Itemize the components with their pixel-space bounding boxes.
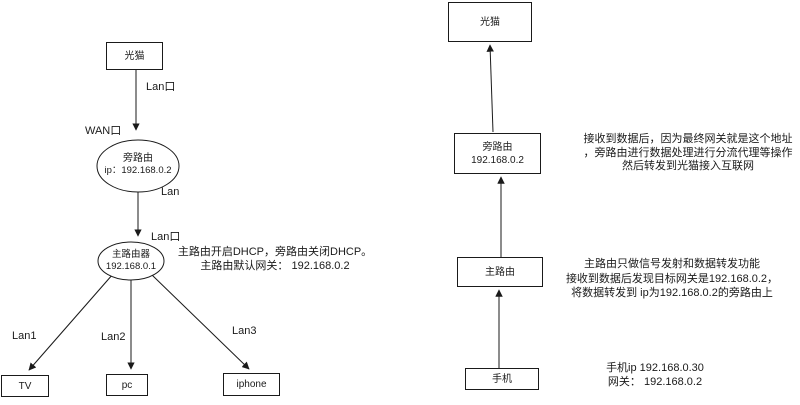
node-phone: 手机 — [465, 368, 539, 390]
node-side-router-right: 旁路由 192.168.0.2 — [454, 133, 541, 174]
note-dhcp-line1: 主路由开启DHCP，旁路由关闭DHCP。 — [177, 246, 373, 258]
label-lan2: Lan2 — [101, 331, 126, 343]
node-side-router-right-ip: 192.168.0.2 — [471, 154, 524, 166]
label-lan-port-top: Lan口 — [146, 81, 176, 93]
label-wan-port: WAN口 — [85, 125, 122, 137]
main-router-ellipse — [97, 241, 165, 281]
note-side-router-line3: 然后转发到光猫接入互联网 — [622, 160, 754, 172]
node-iphone: iphone — [223, 373, 280, 396]
node-side-router-left-label: 旁路由 ip：192.168.0.2 — [96, 152, 180, 177]
node-main-router-left-label: 主路由器 192.168.0.1 — [97, 249, 165, 273]
note-dhcp: 主路由开启DHCP，旁路由关闭DHCP。 主路由默认网关： 192.168.0.… — [177, 245, 373, 273]
note-main-router-line2: 接收到数据后发现目标网关是192.168.0.2， — [565, 272, 779, 285]
node-tv: TV — [1, 375, 49, 397]
note-side-router-line2: ，旁路由进行数据处理进行分流代理等操作 — [583, 146, 793, 159]
node-pc: pc — [106, 374, 148, 396]
label-lan3: Lan3 — [232, 325, 257, 337]
node-main-router-right: 主路由 — [457, 257, 543, 287]
note-main-router: 主路由只做信号发射和数据转发功能 接收到数据后发现目标网关是192.168.0.… — [562, 257, 782, 301]
main-router-name: 主路由器 — [111, 249, 150, 260]
node-tv-label: TV — [18, 380, 32, 392]
label-lan1: Lan1 — [12, 330, 37, 342]
note-main-router-line3: 将数据转发到 ip为192.168.0.2的旁路由上 — [571, 287, 773, 299]
note-side-router: 接收到数据后，因为最终网关就是这个地址 ，旁路由进行数据处理进行分流代理等操作 … — [578, 133, 798, 174]
node-modem-left: 光猫 — [106, 42, 163, 70]
label-lan-mid: Lan — [161, 186, 180, 198]
side-router-ip: ip：192.168.0.2 — [104, 165, 172, 176]
side-router-name: 旁路由 — [123, 153, 153, 164]
node-modem-right: 光猫 — [448, 2, 532, 42]
arrow-main-router-to-tv — [28, 273, 114, 371]
note-phone: 手机ip 192.168.0.30 网关： 192.168.0.2 — [595, 361, 715, 389]
node-main-router-right-label: 主路由 — [485, 266, 515, 278]
node-modem-left-label: 光猫 — [124, 50, 145, 62]
note-phone-line2: 网关： 192.168.0.2 — [607, 376, 703, 388]
side-router-ellipse — [96, 139, 180, 193]
note-main-router-line1: 主路由只做信号发射和数据转发功能 — [584, 258, 760, 270]
note-dhcp-line2: 主路由默认网关： 192.168.0.2 — [200, 260, 350, 272]
note-phone-line1: 手机ip 192.168.0.30 — [606, 362, 704, 374]
node-side-router-right-name: 旁路由 — [482, 141, 513, 153]
label-lan-port-bottom: Lan口 — [151, 231, 181, 243]
arrow-main-router-to-iphone — [151, 274, 250, 370]
arrow-side-router-to-modem-right — [486, 44, 494, 133]
node-iphone-label: iphone — [236, 379, 267, 390]
node-phone-label: 手机 — [492, 373, 512, 385]
note-side-router-line1: 接收到数据后，因为最终网关就是这个地址 — [583, 133, 793, 145]
node-modem-right-label: 光猫 — [480, 16, 500, 28]
main-router-ip: 192.168.0.1 — [105, 261, 157, 272]
node-pc-label: pc — [121, 379, 133, 391]
